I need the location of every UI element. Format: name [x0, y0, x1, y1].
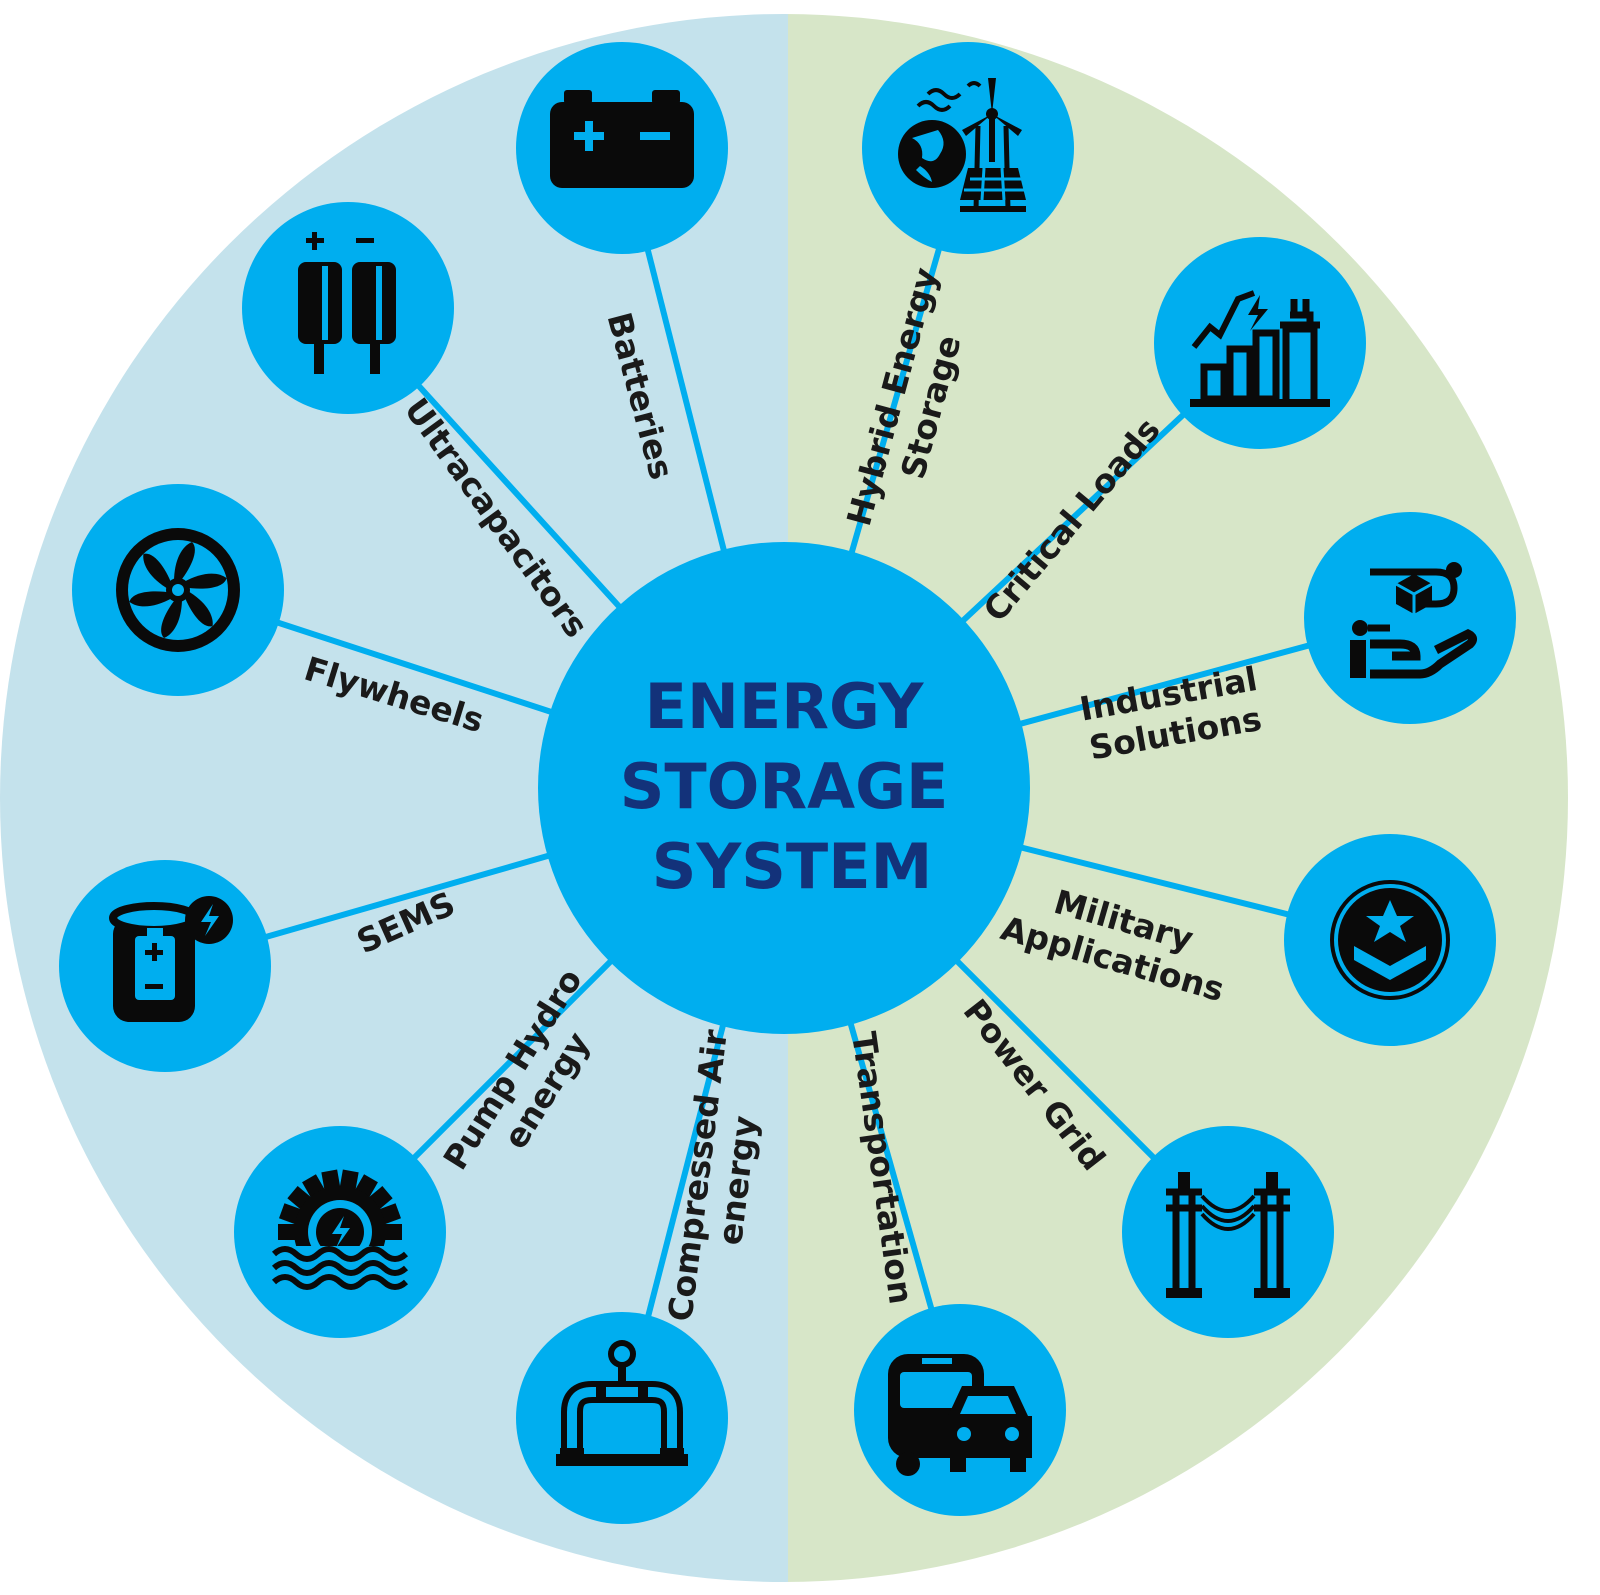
chart-plug-icon — [1190, 290, 1330, 407]
center-title-line-1: ENERGY — [645, 670, 925, 743]
military-badge-icon — [1330, 880, 1450, 1000]
node-industrial — [1304, 512, 1516, 724]
node-compressed-air — [516, 1312, 728, 1524]
label-compressed-air: Compressed Airenergy — [660, 1027, 774, 1329]
center-circle — [538, 542, 1030, 1034]
node-critical-loads — [1154, 237, 1366, 449]
hand-box-icon — [1350, 562, 1478, 679]
node-circle — [1154, 237, 1366, 449]
flywheel-icon — [116, 528, 240, 652]
battery-storage-icon — [109, 896, 233, 1022]
pipeline-gauge-icon — [556, 1340, 688, 1466]
label-industrial: IndustrialSolutions — [1077, 659, 1267, 768]
node-pump-hydro — [234, 1126, 446, 1338]
capacitor-icon — [298, 232, 396, 374]
center-title-line-3: SYSTEM — [652, 830, 933, 903]
node-hybrid — [862, 42, 1074, 254]
node-transportation — [854, 1304, 1066, 1516]
node-circle — [242, 202, 454, 414]
node-circle — [516, 1312, 728, 1524]
node-circle — [1304, 512, 1516, 724]
renewable-globe-icon — [898, 78, 1026, 212]
power-pylon-icon — [1166, 1172, 1290, 1298]
node-batteries — [516, 42, 728, 254]
node-power-grid — [1122, 1126, 1334, 1338]
water-wheel-icon — [271, 1169, 409, 1294]
node-circle — [1122, 1126, 1334, 1338]
node-circle — [862, 42, 1074, 254]
bus-car-icon — [888, 1354, 1032, 1476]
center-hub: ENERGY STORAGE SYSTEM — [538, 542, 1030, 1034]
nodes — [59, 42, 1516, 1524]
node-flywheels — [72, 484, 284, 696]
node-sems — [59, 860, 271, 1072]
battery-icon — [550, 90, 694, 188]
center-title-line-2: STORAGE — [620, 750, 949, 823]
node-military — [1284, 834, 1496, 1046]
node-ultracapacitors — [242, 202, 454, 414]
